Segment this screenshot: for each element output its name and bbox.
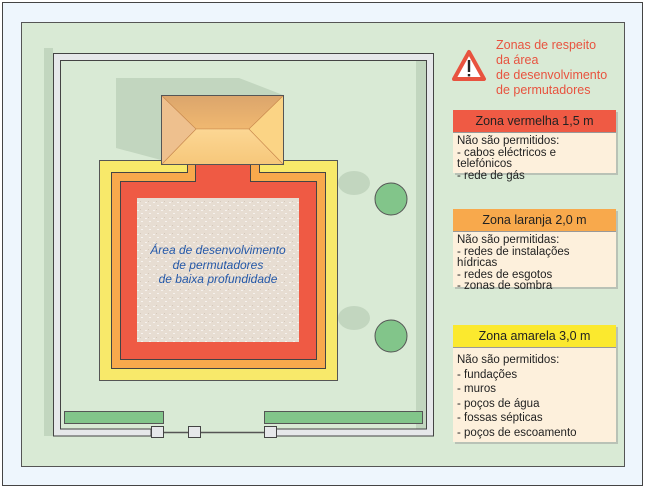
hedge xyxy=(64,411,164,424)
panel-intro: Não são permitidos: xyxy=(457,354,560,366)
panel-item: - redes de instalações hídricas xyxy=(457,245,570,269)
yellow-zone-panel: Zona amarela 3,0 m Não são permitidos: -… xyxy=(453,325,616,442)
tree xyxy=(374,319,408,353)
warning-line: de permutadores xyxy=(496,83,591,97)
warning-line: da área xyxy=(496,53,539,67)
panel-title: Zona vermelha 1,5 m xyxy=(453,110,616,133)
tree-shadow xyxy=(338,306,370,330)
panel-item: - poços de escoamento xyxy=(457,426,577,439)
heat-exchanger-area xyxy=(137,198,299,342)
warning-title: Zonas de respeito da área de desenvolvim… xyxy=(496,38,607,98)
orange-zone-panel: Zona laranja 2,0 m Não são permitidas: -… xyxy=(453,209,616,292)
panel-intro: Não são permitidos: xyxy=(457,135,560,147)
panel-item: - fossas sépticas xyxy=(457,412,543,424)
area-label-line: Área de desenvolvimento xyxy=(150,243,286,257)
gate-post xyxy=(151,426,164,438)
wall-shadow xyxy=(44,48,53,436)
gate-post xyxy=(188,426,201,438)
warning-line: Zonas de respeito xyxy=(496,38,597,52)
panel-item: - muros xyxy=(457,383,496,395)
tree-shadow xyxy=(338,171,370,195)
warning-line: de desenvolvimento xyxy=(496,68,608,82)
right-wall-shadow xyxy=(416,60,426,430)
gate-post xyxy=(264,426,277,438)
area-label-line: de permutadores xyxy=(172,257,264,272)
panel-item: - cabos eléctricos e telefónicos xyxy=(457,146,557,170)
area-label-line: de baixa profundidade xyxy=(158,272,278,286)
panel-item: - rede de gás xyxy=(457,169,525,182)
warning-triangle-icon xyxy=(452,50,486,81)
house-shadow xyxy=(116,78,283,160)
panel-item: - fundações xyxy=(457,368,518,381)
house-roof xyxy=(160,94,285,166)
panel-item: - redes de esgotos xyxy=(457,268,553,281)
panel-title: Zona laranja 2,0 m xyxy=(453,209,616,232)
hedge xyxy=(264,411,423,424)
tree xyxy=(374,182,408,216)
panel-item: - zonas de sombra xyxy=(457,280,553,292)
panel-item: - poços de água xyxy=(457,397,540,410)
panel-title: Zona amarela 3,0 m xyxy=(453,325,616,348)
red-zone-panel: Zona vermelha 1,5 m Não são permitidos: … xyxy=(453,110,616,181)
area-label: Área de desenvolvimento de permutadores … xyxy=(137,243,299,287)
panel-intro: Não são permitidas: xyxy=(457,234,560,246)
